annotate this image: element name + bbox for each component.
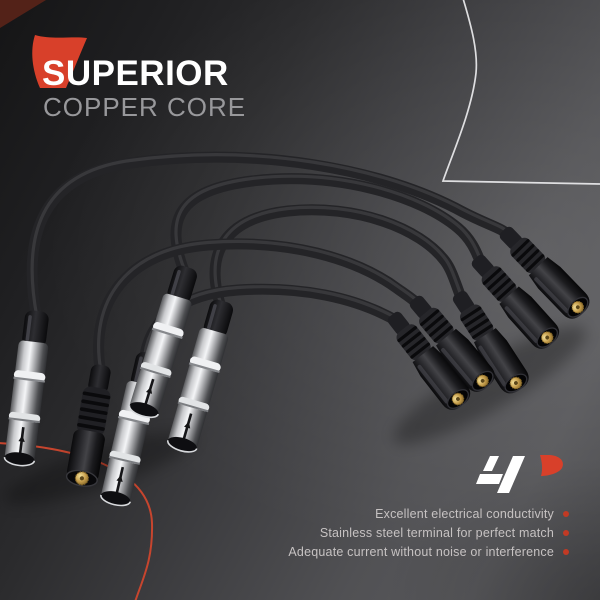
feature-list: Excellent electrical conductivity Stainl… <box>288 454 569 561</box>
bullet-dot-icon <box>563 510 569 517</box>
bullet-dot-icon <box>563 548 569 555</box>
shadow <box>4 431 196 505</box>
feature-text: Adequate current without noise or interf… <box>288 544 554 559</box>
brand-swoosh-icon <box>32 35 87 88</box>
red-arc-line <box>0 442 154 600</box>
feature-item: Adequate current without noise or interf… <box>288 542 569 561</box>
feature-text: Stainless steel terminal for perfect mat… <box>319 525 554 540</box>
feature-item: Stainless steel terminal for perfect mat… <box>288 523 569 542</box>
subheadline: COPPER CORE <box>43 92 247 122</box>
ap-logo-icon <box>476 455 563 493</box>
feature-item: Excellent electrical conductivity <box>288 504 569 523</box>
headline: SUPERIOR <box>42 54 229 93</box>
corner-accent-triangle <box>0 0 46 28</box>
shadow <box>393 326 587 444</box>
white-curve-line <box>441 0 600 185</box>
spark-plug-boot-chrome <box>2 308 55 469</box>
feature-text: Excellent electrical conductivity <box>375 506 554 521</box>
bullet-dot-icon <box>563 529 569 536</box>
brand-lockup: SUPERIOR COPPER CORE <box>28 30 288 125</box>
